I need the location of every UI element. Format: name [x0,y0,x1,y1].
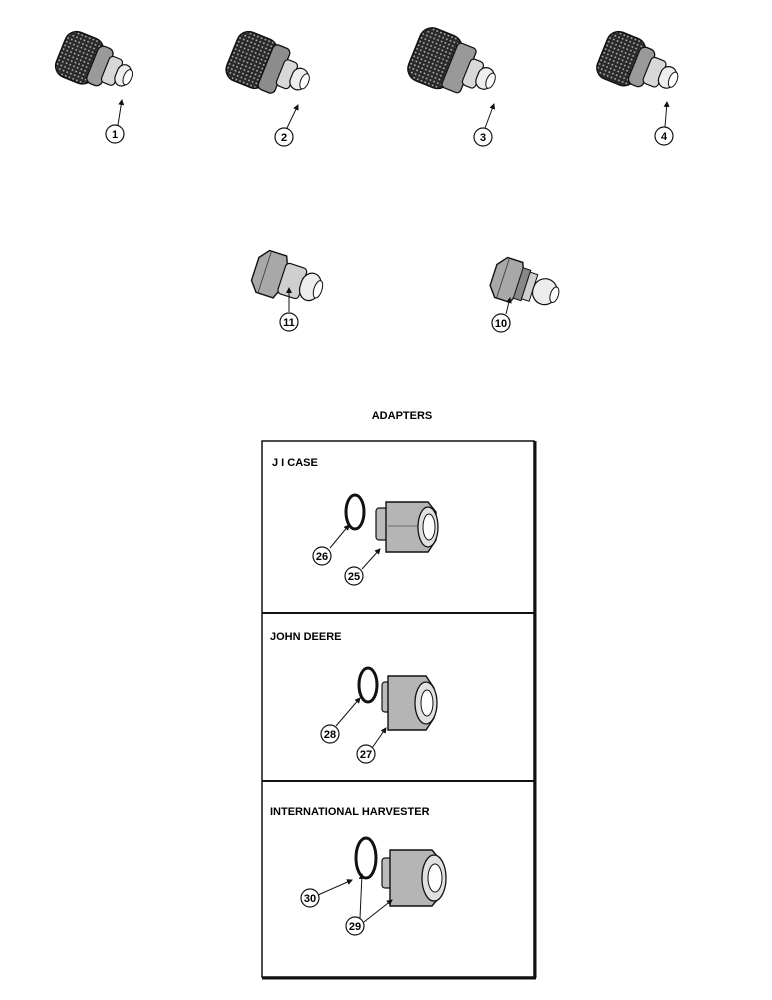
seal-ring [354,836,378,880]
adapter-fitting [375,501,439,553]
seal-ring [344,493,366,531]
callout-3-circle [473,127,493,147]
quick-coupler-3: 3 [407,27,496,147]
quick-coupler-4: 4 [596,30,679,146]
callout-26-label: 26 [316,551,328,563]
callout-10-circle [491,313,511,333]
adapters-section-title: ADAPTERS [372,410,433,422]
callout-4-label: 4 [661,131,668,143]
adapter-fitting [381,849,447,907]
callout-1-circle [105,124,125,144]
panel-title: INTERNATIONAL HARVESTER [270,806,430,818]
callout-11-label: 11 [283,317,295,329]
callout-28-label: 28 [324,729,336,741]
adapter-panel-johndeere: JOHN DEERE 28 27 [270,631,438,764]
quick-coupler-plug-10: 10 [489,256,560,333]
quick-coupler-plug-11: 11 [250,249,324,332]
adapter-panel-jicase: J I CASE 26 25 [272,457,439,586]
seal-ring [357,666,379,704]
quick-coupler-2: 2 [225,30,310,147]
callout-10-label: 10 [495,318,507,330]
callout-25-label: 25 [348,571,360,583]
panel-title: J I CASE [272,457,318,469]
panel-title: JOHN DEERE [270,631,342,643]
callout-30-label: 30 [304,893,316,905]
adapter-panel-internationalharvester: INTERNATIONAL HARVESTER 30 29 [270,806,447,936]
quick-coupler-1: 1 [54,30,134,144]
callout-2-label: 2 [281,132,287,144]
callout-1-label: 1 [112,129,118,141]
callout-27-label: 27 [360,749,372,761]
callout-4-circle [654,126,674,146]
callout-2-circle [274,127,294,147]
adapter-fitting [381,675,438,731]
callout-29-label: 29 [349,921,361,933]
callout-11-circle [279,312,299,332]
callout-3-label: 3 [480,132,486,144]
